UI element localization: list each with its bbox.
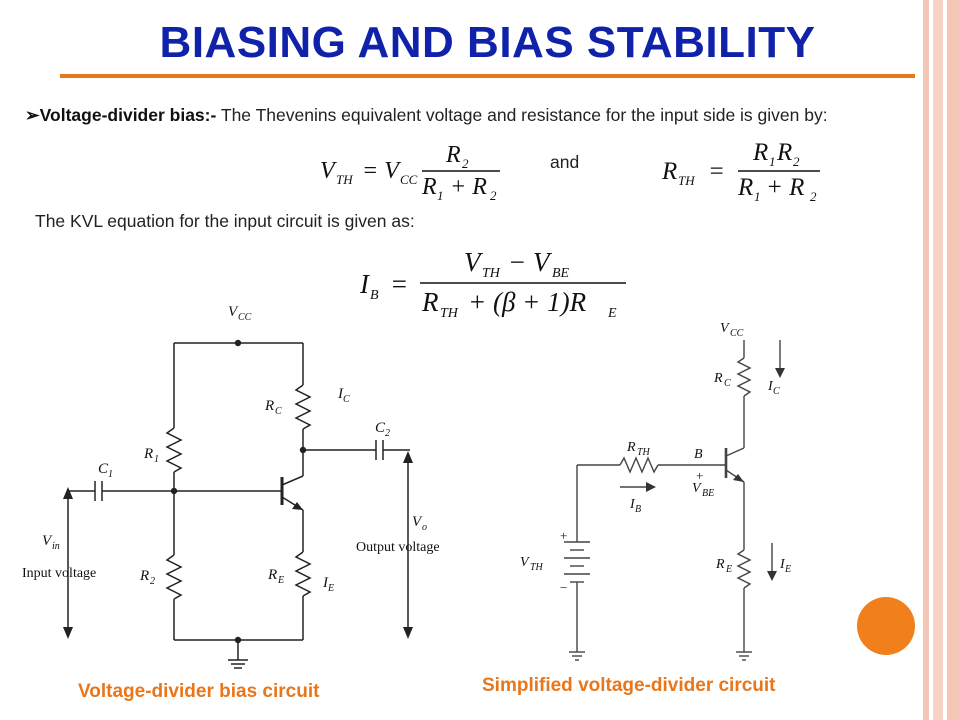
rth-den1-sub: 1 <box>754 189 761 204</box>
vth-den1-sub: 1 <box>437 188 444 202</box>
c1-r2: R <box>139 568 149 584</box>
c1-vo-sub: o <box>422 522 427 533</box>
c1-vo: V <box>412 514 423 530</box>
vth-lhs: V <box>320 158 337 184</box>
rth-den1: R <box>737 174 753 201</box>
and-word: and <box>550 152 580 172</box>
page-title: BIASING AND BIAS STABILITY <box>159 18 816 67</box>
c1-rc-sub: C <box>275 406 282 417</box>
c2-re-sub: E <box>725 564 732 575</box>
c2-ic-sub: C <box>773 386 780 397</box>
c2-vbe-sub: BE <box>702 488 714 499</box>
rth-den-plus: + R <box>766 174 804 201</box>
c1-input-voltage: Input voltage <box>22 566 96 581</box>
c1-c1: C <box>98 461 109 477</box>
simplified-voltage-divider-circuit: V CC R C I C R TH B I B V BE V TH R E I … <box>520 321 791 661</box>
orange-circle-decoration <box>857 597 915 655</box>
c2-battery-plus: + <box>560 528 567 543</box>
c2-ib-sub: B <box>635 504 641 515</box>
kvl-text: The KVL equation for the input circuit i… <box>35 211 415 231</box>
ib-den1-sub: TH <box>440 306 459 321</box>
rth-eq: = <box>708 158 725 185</box>
vth-lhs-sub: TH <box>336 172 353 187</box>
caption-simplified-circuit: Simplified voltage-divider circuit <box>482 675 776 696</box>
c2-battery-minus: − <box>560 580 567 595</box>
ib-num1-sub: TH <box>482 266 501 281</box>
c2-rc-sub: C <box>724 378 731 389</box>
c1-output-voltage: Output voltage <box>356 540 440 555</box>
vth-den1: R <box>421 174 437 200</box>
c1-re-sub: E <box>277 575 284 586</box>
equation-ib: I B = V TH − V BE R TH + (β + 1)R E <box>359 247 626 321</box>
ib-den1: R <box>421 287 439 317</box>
rth-num1-sub: 1 <box>769 154 776 169</box>
c2-b: B <box>694 447 703 462</box>
rth-den2-sub: 2 <box>810 189 817 204</box>
title-underline <box>60 74 915 78</box>
ib-lhs: I <box>359 269 371 299</box>
c1-r2-sub: 2 <box>150 576 155 587</box>
ib-num-minus: − V <box>508 247 553 277</box>
vth-num-sub: 2 <box>462 156 469 171</box>
rth-num2-sub: 2 <box>793 154 800 169</box>
vth-eq-sub: CC <box>400 172 418 187</box>
c1-c2: C <box>375 420 386 436</box>
c1-vin-sub: in <box>52 541 60 552</box>
c2-vth-sub: TH <box>530 562 544 573</box>
c1-vin: V <box>42 533 53 549</box>
arrow-bullet-icon: ➢ <box>25 105 40 125</box>
rth-num2: R <box>776 139 792 166</box>
c1-ic-sub: C <box>343 394 350 405</box>
c1-ie-sub: E <box>327 583 334 594</box>
c2-ib: I <box>629 497 636 512</box>
vth-den2-sub: 2 <box>490 188 497 202</box>
c1-vcc-sub: CC <box>238 312 252 323</box>
ib-den2-sub: E <box>607 306 617 321</box>
c1-r1-sub: 1 <box>154 454 159 465</box>
c1-ic: I <box>337 386 344 402</box>
rth-lhs: R <box>661 158 677 185</box>
ib-den-mid: + (β + 1)R <box>468 287 587 317</box>
rth-lhs-sub: TH <box>678 173 695 188</box>
edge-stripes <box>920 0 960 720</box>
vth-eq: = V <box>362 158 401 184</box>
bullet-paragraph: ➢Voltage-divider bias:- The Thevenins eq… <box>25 101 915 129</box>
c2-vcc: V <box>720 321 730 336</box>
rth-num1: R <box>752 139 768 166</box>
c1-rc: R <box>264 398 274 414</box>
c2-vth: V <box>520 555 530 570</box>
ib-num2-sub: BE <box>552 266 570 281</box>
c2-ie-sub: E <box>784 564 791 575</box>
equation-rth: R TH = R 1 R 2 R 1 + R 2 <box>661 139 820 204</box>
caption-voltage-divider-bias: Voltage-divider bias circuit <box>78 681 320 702</box>
c2-rth-sub: TH <box>637 447 651 458</box>
c2-re: R <box>715 557 725 572</box>
c2-vbe: V <box>692 481 702 496</box>
c1-vcc: V <box>228 304 239 320</box>
voltage-divider-bias-circuit: V CC R C I C C 2 R 1 C 1 V o V in R 2 R … <box>22 304 440 669</box>
c2-plus-vbe: + <box>696 468 703 483</box>
bullet-lead: Voltage-divider bias:- <box>39 105 217 125</box>
c1-c2-sub: 2 <box>385 428 390 439</box>
c1-c1-sub: 1 <box>108 469 113 480</box>
c1-re: R <box>267 567 277 583</box>
c1-r1: R <box>143 446 153 462</box>
ib-lhs-sub: B <box>370 288 379 303</box>
bullet-text: The Thevenins equivalent voltage and res… <box>216 105 828 125</box>
ib-num1: V <box>464 247 484 277</box>
c2-rth: R <box>626 440 636 455</box>
c2-vcc-sub: CC <box>730 328 744 339</box>
c2-ic: I <box>767 379 774 394</box>
ib-eq: = <box>390 269 408 299</box>
c2-ie: I <box>779 557 786 572</box>
equation-vth: V TH = V CC R 2 R 1 + R 2 <box>320 142 500 202</box>
c2-rc: R <box>713 371 723 386</box>
vth-num: R <box>445 142 461 168</box>
vth-den-plus: + R <box>450 174 487 200</box>
c1-ie: I <box>322 575 329 591</box>
